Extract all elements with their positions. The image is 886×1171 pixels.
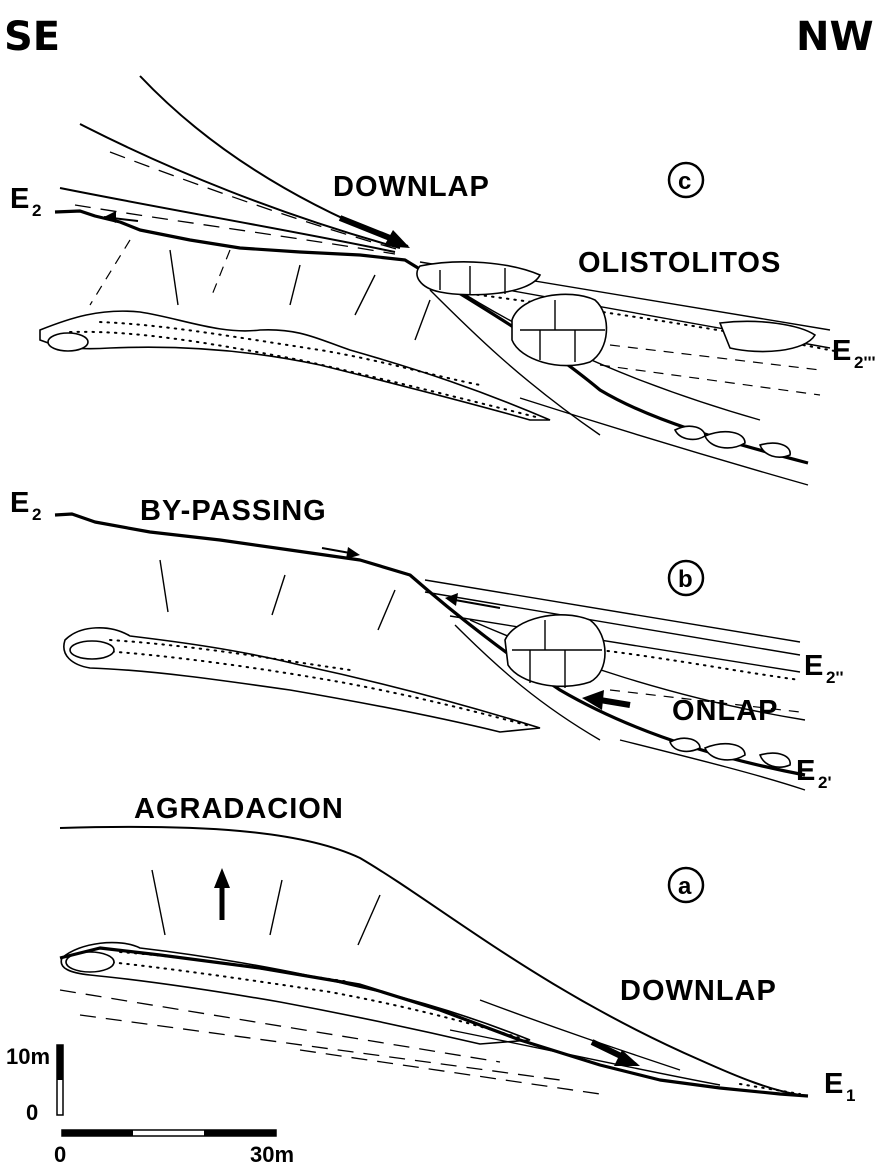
panel-a-agradacion-label: AGRADACION bbox=[134, 793, 344, 825]
orientation-se-label: SE bbox=[4, 14, 60, 60]
vertical-scale-fill bbox=[57, 1045, 63, 1080]
panel-b-bypassing-arrow bbox=[322, 548, 350, 553]
vertical-scale-top: 10m bbox=[6, 1044, 50, 1069]
panel-c-stratum-dash bbox=[600, 365, 820, 395]
panel-b-interior-line bbox=[160, 560, 168, 612]
panel-c-e2-label: E bbox=[10, 183, 30, 215]
panel-c-e2-right-label: E bbox=[832, 335, 852, 367]
panel-c-e2-right-sub: 2''' bbox=[854, 353, 876, 372]
panel-b-badge: b bbox=[678, 566, 693, 593]
horizontal-scale-end: 30m bbox=[250, 1142, 294, 1166]
panel-c-badge: c bbox=[678, 168, 691, 195]
panel-c-interior-line bbox=[90, 240, 130, 305]
panel-c-interior-line bbox=[210, 250, 230, 300]
panel-b-e2-upper-sub: 2'' bbox=[826, 668, 844, 687]
panel-b-e2-label: E bbox=[10, 487, 30, 519]
panel-c-conglomerate-lens bbox=[40, 311, 550, 420]
panel-a-e1-label: E bbox=[824, 1068, 844, 1100]
panel-a-substrate-dash bbox=[300, 1050, 600, 1094]
horizontal-scale-seg bbox=[62, 1130, 133, 1136]
panel-a-interior-line bbox=[270, 880, 282, 935]
panel-b-e2-lower-sub: 2' bbox=[818, 773, 832, 792]
vertical-scale-bottom: 0 bbox=[26, 1100, 38, 1125]
horizontal-scale-seg bbox=[204, 1130, 276, 1136]
panel-c-clast bbox=[48, 333, 88, 351]
scale-bars: 10m 0 0 30m bbox=[6, 1044, 294, 1166]
panel-c-downlap-label: DOWNLAP bbox=[333, 171, 490, 203]
panel-a-interior-line bbox=[152, 870, 165, 935]
horizontal-scale-start: 0 bbox=[54, 1142, 66, 1166]
panel-c-interior-line bbox=[355, 275, 375, 315]
panel-b-bypassing-arrowhead bbox=[346, 547, 360, 559]
panel-b-interior-line bbox=[272, 575, 285, 615]
panel-a-downlap-label: DOWNLAP bbox=[620, 975, 777, 1007]
panel-a-e1-sub: 1 bbox=[846, 1086, 855, 1105]
panel-b-bypassing-label: BY-PASSING bbox=[140, 495, 327, 527]
panel-b-block bbox=[705, 744, 745, 760]
panel-b-stratum-line bbox=[425, 592, 800, 655]
panel-c-interior-line bbox=[415, 300, 430, 340]
panel-c-interior-line bbox=[290, 265, 300, 305]
panel-b: BY-PASSING b ONLAP E 2 E 2'' E 2' bbox=[10, 487, 844, 792]
panel-b-e2-lower-label: E bbox=[796, 755, 816, 787]
panel-c-interior-line bbox=[170, 250, 178, 305]
panel-b-onlap-label: ONLAP bbox=[672, 695, 779, 727]
panel-c-olistolitos-label: OLISTOLITOS bbox=[578, 247, 781, 279]
panel-b-stratum-line bbox=[450, 616, 800, 672]
panel-b-conglomerate-lens bbox=[64, 628, 540, 732]
panel-c: DOWNLAP OLISTOLITOS c E 2 E 2''' bbox=[10, 76, 876, 485]
panel-a: AGRADACION a DOWNLAP E 1 bbox=[60, 793, 855, 1105]
panel-b-block bbox=[670, 738, 700, 751]
panel-b-small-arrowhead bbox=[445, 593, 458, 606]
orientation-nw-label: NW bbox=[796, 14, 874, 60]
panel-b-onlap-arrow bbox=[600, 700, 630, 705]
panel-b-e2-sub: 2 bbox=[32, 505, 41, 524]
panel-c-stratum-line bbox=[140, 76, 408, 246]
panel-b-clast bbox=[70, 641, 114, 659]
panel-c-block bbox=[675, 426, 705, 439]
panel-c-block bbox=[760, 443, 790, 457]
panel-a-badge: a bbox=[678, 873, 692, 900]
panel-a-up-arrowhead bbox=[214, 868, 230, 888]
panel-b-e2-upper-label: E bbox=[804, 650, 824, 682]
panel-c-base-line bbox=[520, 398, 808, 485]
panel-a-interior-line bbox=[358, 895, 380, 945]
panel-b-interior-line bbox=[378, 590, 395, 630]
panel-c-block bbox=[705, 432, 745, 448]
panel-c-downlap-arrow bbox=[340, 218, 395, 240]
panel-b-pebble-row bbox=[600, 650, 800, 680]
panel-c-olistolith bbox=[417, 262, 540, 295]
panel-c-e2-sub: 2 bbox=[32, 201, 41, 220]
panel-c-olistolith bbox=[720, 321, 815, 351]
